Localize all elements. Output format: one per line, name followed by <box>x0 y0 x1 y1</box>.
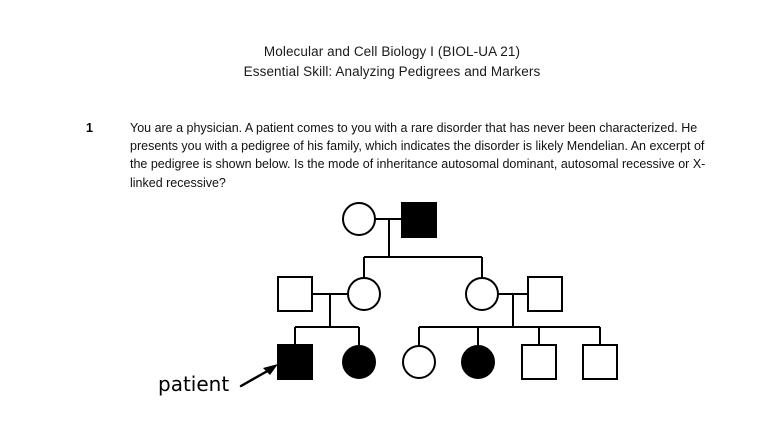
title-line-subtitle: Essential Skill: Analyzing Pedigrees and… <box>243 64 541 79</box>
title-line-course: Molecular and Cell Biology I (BIOL-UA 21… <box>263 44 521 59</box>
pedigree-symbol-I-1-female-unaffected <box>342 202 376 236</box>
proband-label: patient <box>158 372 230 396</box>
proband-arrow-icon <box>239 364 278 388</box>
pedigree-symbol-III-1-male-affected-proband <box>277 344 313 380</box>
question-block: 1 You are a physician. A patient comes t… <box>86 119 706 192</box>
pedigree-symbol-II-1-male-unaffected <box>277 276 313 312</box>
question-text: You are a physician. A patient comes to … <box>130 121 706 190</box>
pedigree-symbol-III-3-female-unaffected <box>402 345 436 379</box>
pedigree-symbol-III-4-female-affected <box>461 345 495 379</box>
pedigree-symbol-III-6-male-unaffected <box>582 344 618 380</box>
question-number: 1 <box>86 121 93 135</box>
pedigree-symbol-II-4-male-unaffected <box>527 276 563 312</box>
pedigree-symbol-I-2-male-affected <box>401 202 437 238</box>
page-title: Molecular and Cell Biology I (BIOL-UA 21… <box>0 42 784 82</box>
pedigree-symbol-II-2-female-unaffected <box>347 277 381 311</box>
pedigree-symbol-II-3-female-unaffected <box>465 277 499 311</box>
pedigree-symbol-III-5-male-unaffected <box>521 344 557 380</box>
pedigree-symbol-III-2-female-affected <box>342 345 376 379</box>
